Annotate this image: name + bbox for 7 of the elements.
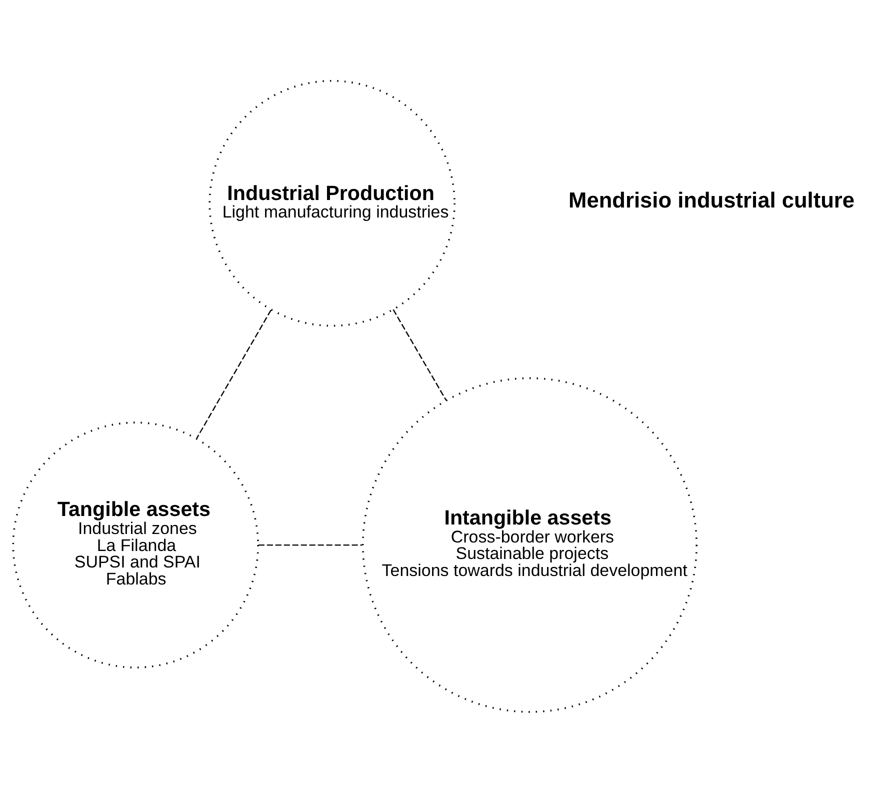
connector xyxy=(196,309,272,438)
node-circle: Intangible assets Cross-border workers Sustainable projects Tensions towards industrial development xyxy=(362,376,698,712)
connector xyxy=(392,308,447,400)
label: Mendrisio industrial culture xyxy=(568,186,855,212)
node-circle: Tangible assets Industrial zones La Filanda SUPSI and SPAI Fablabs xyxy=(12,421,260,668)
node-circle: Industrial Production Light manufacturing industries xyxy=(208,79,456,326)
connector xyxy=(258,544,362,546)
